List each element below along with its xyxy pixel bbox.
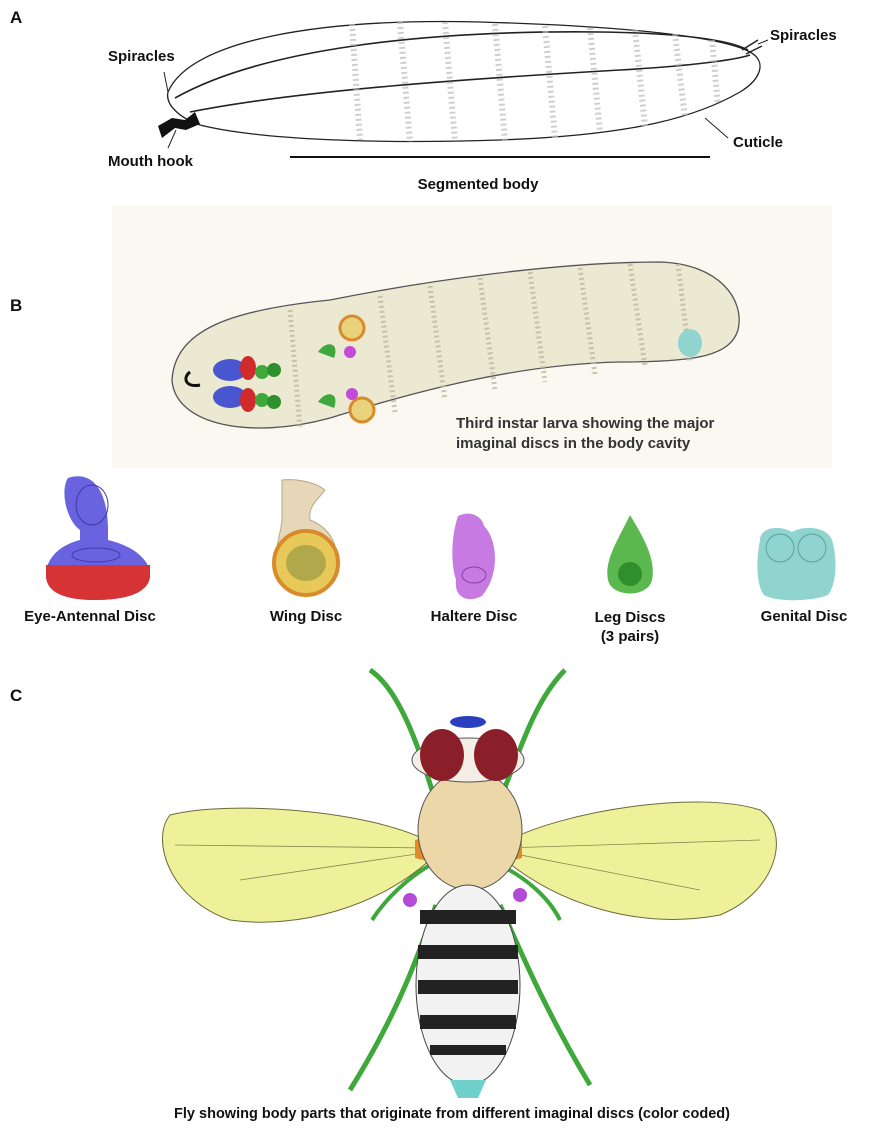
spiracles-left-label: Spiracles xyxy=(108,48,175,65)
cuticle-pointer xyxy=(705,118,728,138)
leg-discs-label-line-1: Leg Discs xyxy=(595,608,666,627)
fly-drawing xyxy=(163,670,777,1098)
eye-antennal-disc-label: Eye-Antennal Disc xyxy=(24,608,156,625)
haltere-disc-drawing xyxy=(452,514,495,600)
panel-c-letter: C xyxy=(10,686,22,706)
mouth-hook-pointer xyxy=(168,130,176,148)
haltere-disc-label: Haltere Disc xyxy=(431,608,518,625)
genital-disc-drawing xyxy=(757,528,835,600)
spiracles-right-label: Spiracles xyxy=(770,27,837,44)
spiracles-right-pointer xyxy=(758,40,768,44)
leg-discs-label: Leg Discs (3 pairs) xyxy=(595,608,666,646)
larva-caption-line-1: Third instar larva showing the major xyxy=(456,414,714,434)
larva-caption: Third instar larva showing the major ima… xyxy=(456,414,714,454)
mouth-hook-label: Mouth hook xyxy=(108,153,193,170)
larva-caption-line-2: imaginal discs in the body cavity xyxy=(456,434,714,454)
wing-disc-drawing xyxy=(274,480,338,595)
leg-discs-sublabel: (3 pairs) xyxy=(595,627,666,646)
fly-caption: Fly showing body parts that originate fr… xyxy=(174,1106,730,1122)
genital-disc-label: Genital Disc xyxy=(761,608,848,625)
segmented-body-label: Segmented body xyxy=(418,176,539,193)
eye-antennal-disc-drawing xyxy=(46,476,150,600)
larva-outline-drawing xyxy=(158,22,762,142)
cuticle-label: Cuticle xyxy=(733,134,783,151)
leg-disc-drawing xyxy=(607,515,653,594)
wing-disc-label: Wing Disc xyxy=(270,608,342,625)
spiracles-left-pointer xyxy=(164,72,168,92)
panel-b-letter: B xyxy=(10,296,22,316)
